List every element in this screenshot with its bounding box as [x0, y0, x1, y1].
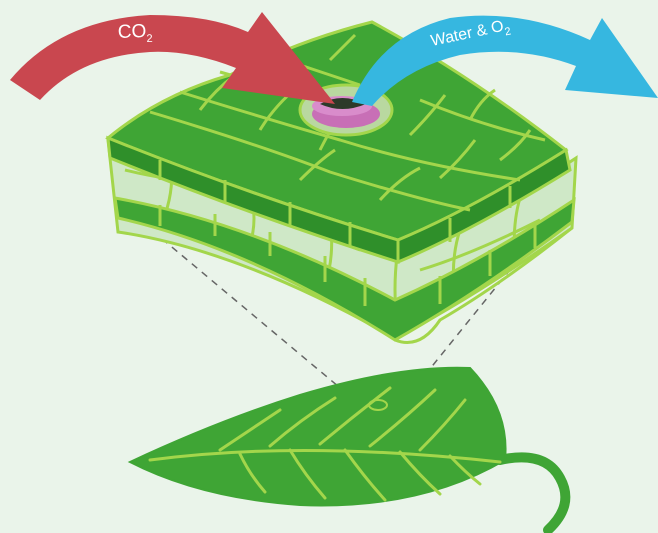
upper-epidermis-front-right	[396, 147, 572, 265]
co2-arrow-body	[10, 12, 335, 104]
leaf-stem	[495, 452, 571, 533]
co2-label: CO2	[117, 21, 152, 46]
water-o2-arrow-body	[352, 15, 658, 106]
lower-epidermis	[113, 196, 576, 342]
guide-line-left	[141, 221, 346, 393]
co2-arrow: CO2	[10, 12, 335, 104]
leaf-veins	[148, 386, 502, 502]
leaf-stoma-marker	[368, 399, 388, 411]
upper-front-cells	[158, 160, 512, 246]
water-o2-arrow: Water & O2	[352, 15, 658, 106]
leaf-cross-section	[105, 20, 578, 344]
leaf	[127, 366, 571, 533]
leaf-midrib	[148, 448, 502, 464]
lower-epidermis-cells	[158, 205, 537, 306]
block-bottom-edge	[394, 226, 573, 344]
leaf-blade	[127, 366, 507, 507]
